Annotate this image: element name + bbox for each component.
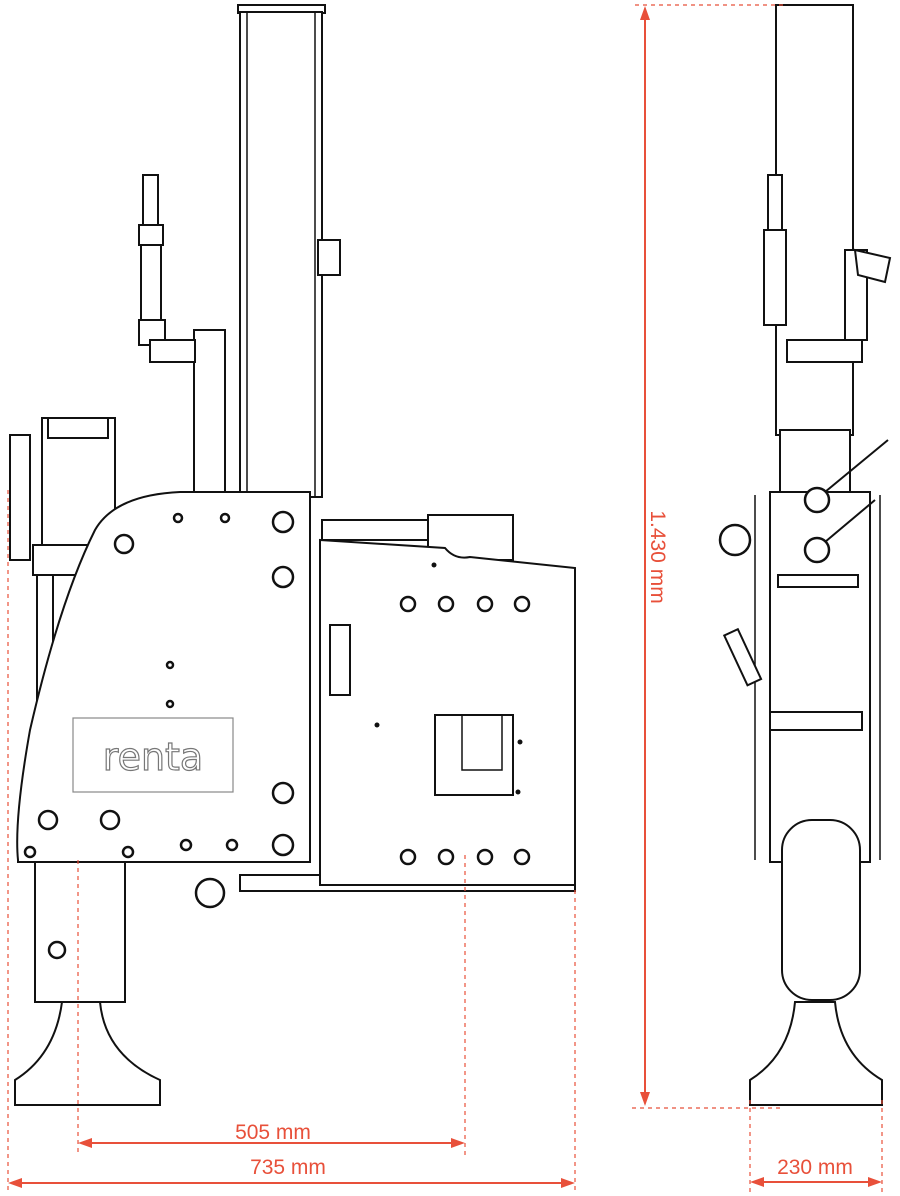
mast	[239, 11, 323, 498]
logo-frame	[72, 717, 234, 793]
main-plate	[16, 491, 311, 863]
front-view	[718, 4, 892, 1106]
mast-latch	[317, 239, 341, 276]
front-mast	[775, 4, 854, 436]
fork-box	[319, 514, 576, 886]
renta-logo: renta	[103, 735, 203, 779]
dimension-735: 735 mm	[7, 490, 576, 1190]
pivot	[194, 877, 226, 909]
front-foot	[749, 1001, 883, 1106]
wheel	[781, 819, 861, 1001]
dimension-label-1430: 1.430 mm	[646, 510, 669, 603]
connector-box	[434, 714, 514, 796]
foot	[14, 1001, 161, 1106]
dimension-1430: 1.430 mm	[632, 4, 785, 1109]
post	[193, 329, 226, 496]
plate-bolts	[23, 510, 295, 859]
dimension-label-230: 230 mm	[777, 1156, 853, 1179]
side-view: renta	[9, 4, 576, 1106]
dimension-505: 505 mm	[77, 855, 466, 1155]
sensor-hose	[138, 174, 196, 363]
dimension-label-505: 505 mm	[235, 1121, 311, 1144]
dimension-label-735: 735 mm	[250, 1156, 326, 1179]
leg	[34, 861, 126, 1003]
dimension-230: 230 mm	[749, 1100, 883, 1192]
